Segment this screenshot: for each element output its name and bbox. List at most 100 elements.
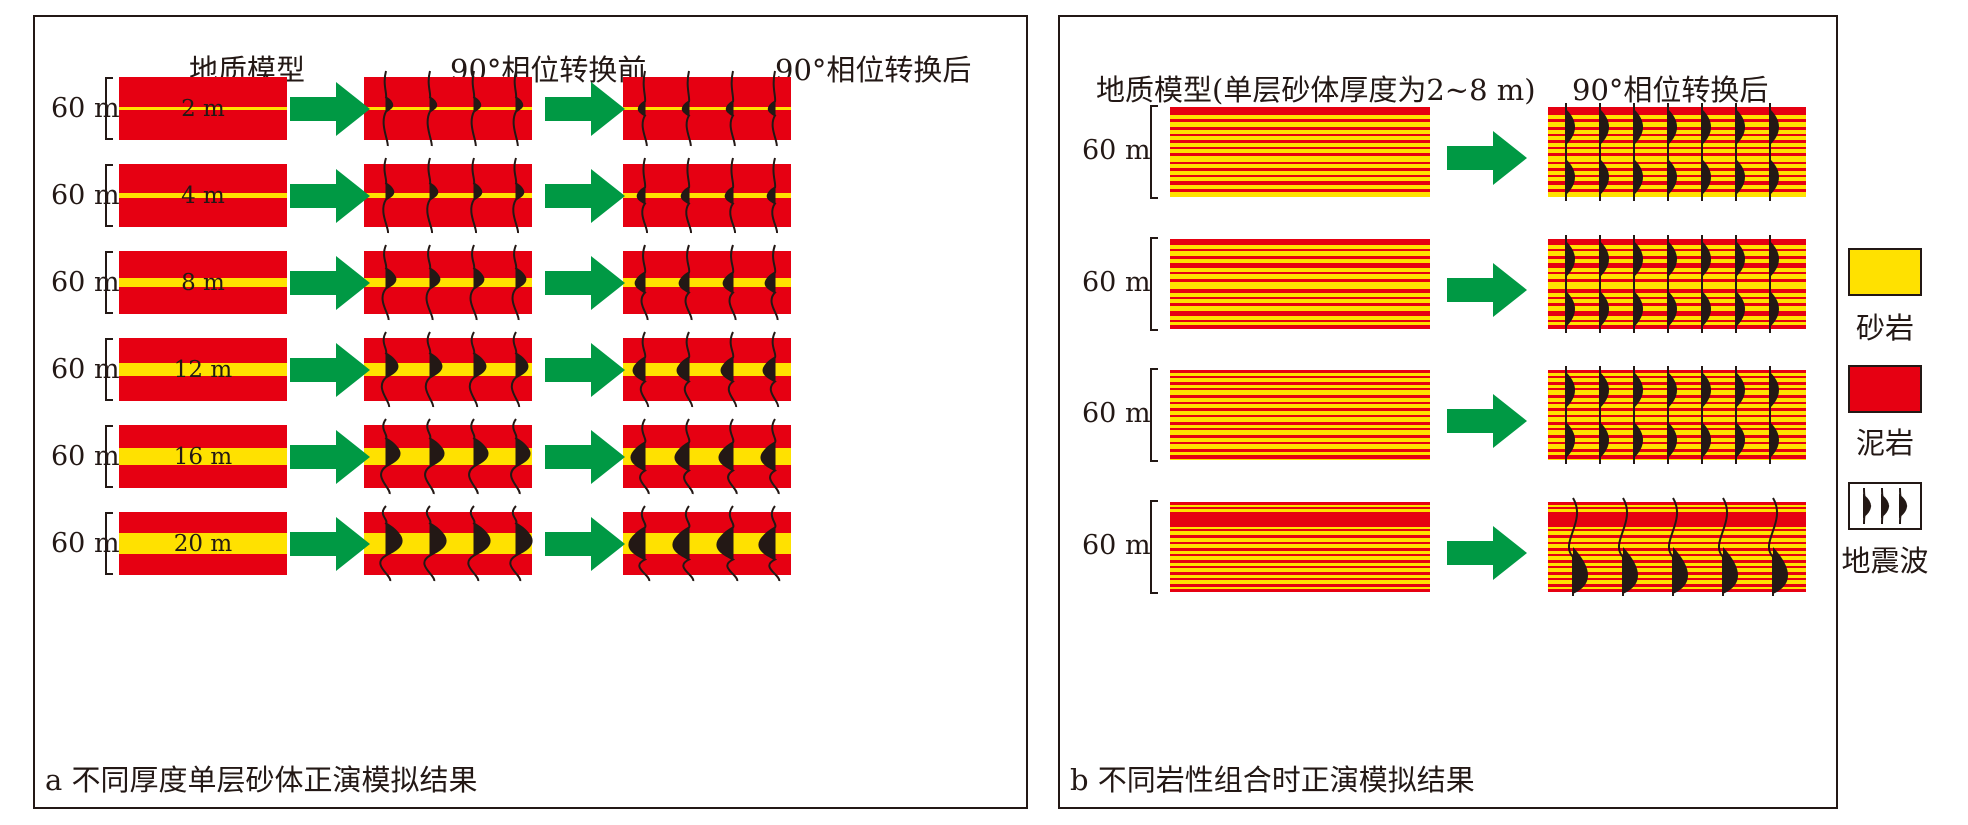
- mudstone-layer: [1170, 370, 1430, 373]
- mudstone-layer: [1170, 382, 1430, 385]
- seismic-trace: [1769, 235, 1779, 333]
- mudstone-layer: [1548, 279, 1806, 282]
- geologic-model-cell: [1170, 370, 1430, 460]
- thickness-label: 2 m: [181, 95, 225, 122]
- depth-bracket: [105, 251, 113, 314]
- after-phase-cell: [1548, 366, 1806, 464]
- mudstone-layer: [1548, 289, 1806, 293]
- sandstone-layer: [364, 363, 532, 376]
- seismic-trace: [467, 505, 491, 582]
- seismic-trace: [674, 418, 694, 495]
- seismic-trace: [1565, 103, 1575, 201]
- caption-b: b 不同岩性组合时正演模拟结果: [1070, 763, 1475, 797]
- depth-label: 60 m: [1082, 135, 1151, 166]
- mudstone-layer: [1548, 320, 1806, 322]
- mudstone-layer: [1170, 153, 1430, 156]
- mudstone-layer: [1170, 502, 1430, 505]
- sandstone-layer: [623, 448, 791, 465]
- seismic-trace: [725, 70, 736, 147]
- combination-row: 60 m: [1060, 235, 1835, 343]
- mudstone-layer: [1170, 435, 1430, 438]
- mudstone-layer: [1548, 535, 1806, 538]
- seismic-trace: [680, 157, 693, 234]
- depth-bracket: [105, 77, 113, 140]
- seismic-trace: [1599, 235, 1609, 333]
- seismic-trace: [382, 157, 395, 234]
- right-arrow-icon: [545, 343, 625, 397]
- mudstone-layer: [1548, 428, 1806, 430]
- seismic-traces: [637, 70, 778, 147]
- legend-sandstone-label: 砂岩: [1855, 311, 1914, 345]
- seismic-traces: [636, 157, 779, 234]
- seismic-trace: [1701, 103, 1711, 201]
- mudstone-layer: [1170, 256, 1430, 259]
- seismic-trace: [1565, 366, 1575, 464]
- seismic-trace: [425, 244, 441, 321]
- mudstone-layer: [1548, 311, 1806, 316]
- geologic-model-cell: [1170, 502, 1430, 592]
- mudstone-layer: [1170, 402, 1430, 404]
- seismic-trace: [1667, 366, 1677, 464]
- mudstone-layer: [1170, 289, 1430, 293]
- seismic-trace: [1717, 497, 1738, 596]
- geologic-model-cell: 4 m: [119, 164, 287, 227]
- mudstone-layer: [1548, 442, 1806, 444]
- header-geologic-model-b: 地质模型(单层砂体厚度为2~8 m): [1096, 73, 1536, 107]
- seismic-trace: [637, 70, 648, 147]
- after-phase-cell: [1548, 235, 1806, 333]
- mudstone-layer: [1170, 529, 1430, 531]
- mudstone-layer: [1170, 455, 1430, 459]
- right-arrow-icon: [545, 430, 625, 484]
- geologic-model-cell: 20 m: [119, 512, 287, 575]
- mudstone-layer: [1170, 560, 1430, 563]
- thickness-label: 12 m: [173, 356, 233, 383]
- seismic-trace: [764, 244, 779, 321]
- mudstone-layer: [1548, 140, 1806, 143]
- mudstone-layer: [1170, 147, 1430, 149]
- mudstone-layer: [1170, 272, 1430, 274]
- geologic-model-cell: 12 m: [119, 338, 287, 401]
- mudstone-layer: [1548, 249, 1806, 251]
- mudstone-layer: [1548, 542, 1806, 544]
- seismic-trace: [720, 331, 738, 408]
- mudstone-layer: [1548, 272, 1806, 274]
- right-arrow-icon: [290, 82, 370, 136]
- seismic-traces: [1567, 497, 1788, 596]
- mudstone-layer: [1170, 140, 1430, 143]
- depth-label: 60 m: [51, 354, 120, 385]
- thickness-label: 20 m: [173, 530, 233, 557]
- right-arrow-icon: [1447, 263, 1527, 317]
- seismic-trace: [380, 331, 399, 408]
- mudstone-layer: [1170, 297, 1430, 299]
- legend-mudstone-swatch: [1848, 365, 1922, 413]
- mudstone-layer: [1548, 162, 1806, 164]
- mudstone-layer: [1170, 408, 1430, 411]
- depth-bracket: [1150, 368, 1158, 462]
- mudstone-layer: [1548, 127, 1806, 130]
- seismic-trace: [1633, 366, 1643, 464]
- seismic-trace: [512, 70, 524, 147]
- mudstone-layer: [1170, 320, 1430, 322]
- sandstone-layer: [623, 278, 791, 287]
- depth-bracket: [105, 512, 113, 575]
- sandstone-layer: [119, 448, 287, 465]
- mudstone-layer: [1548, 548, 1806, 551]
- mudstone-layer: [1548, 256, 1806, 259]
- mudstone-layer: [1548, 455, 1806, 459]
- mudstone-layer: [1548, 239, 1806, 245]
- mudstone-layer: [1548, 263, 1806, 268]
- mudstone-layer: [1170, 181, 1430, 185]
- depth-bracket: [1150, 237, 1158, 331]
- seismic-trace: [672, 505, 695, 582]
- mudstone-layer: [1170, 589, 1430, 592]
- mudstone-layer: [1170, 168, 1430, 171]
- mudstone-layer: [1548, 147, 1806, 149]
- seismic-traces: [380, 331, 529, 408]
- seismic-traces: [382, 70, 524, 147]
- seismic-trace: [423, 505, 447, 582]
- legend-sandstone-swatch: [1848, 248, 1922, 296]
- seismic-trace: [760, 418, 780, 495]
- before-phase-cell: [364, 505, 533, 582]
- mudstone-layer: [1170, 512, 1430, 527]
